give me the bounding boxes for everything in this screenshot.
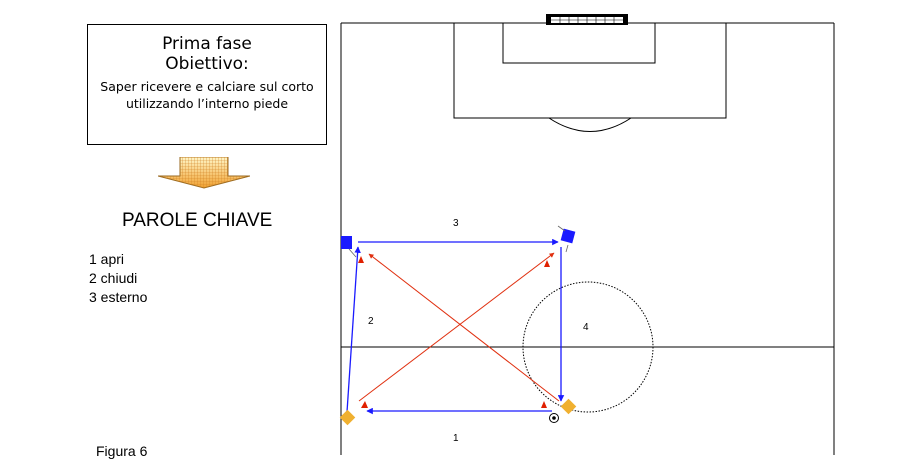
ball-icon [549,413,559,423]
objective-title: Prima fase [162,34,252,54]
keyword-item: 2 chiudi [89,270,138,286]
player-yellow-left [339,409,356,426]
objective-description: Saper ricevere e calciare sul corto util… [100,79,314,111]
cone-marker [358,256,364,263]
cone-marker [544,260,550,267]
penalty-arc [548,117,632,132]
objective-box: Prima fase Obiettivo: Saper ricevere e c… [87,24,327,145]
cone-marker [361,401,368,408]
keywords-list: 1 apri 2 chiudi 3 esterno [89,250,147,307]
penalty-box [453,22,727,119]
pass-arrows [346,238,565,415]
down-arrow-icon [158,157,250,189]
keyword-item: 1 apri [89,251,125,267]
field-label-2: 2 [368,316,374,327]
goal-icon [546,14,628,25]
pitch-lines [340,22,835,455]
player-yellow-right [560,398,577,415]
center-circle [522,281,654,413]
player-blue-right [557,225,576,253]
diagonal-arrow-2 [368,253,560,402]
pass-arrow-2 [346,246,361,413]
field-label-4: 4 [583,322,589,333]
player-blue-left [341,236,357,258]
goal-area [502,22,656,64]
field-label-3: 3 [453,218,459,229]
keyword-item: 3 esterno [89,289,148,305]
keywords-title: PAROLE CHIAVE [122,210,273,231]
cone-markers [358,256,550,408]
objective-subtitle: Obiettivo: [165,54,249,74]
cone-marker [541,401,547,408]
diagonal-arrows [358,252,560,402]
diagonal-arrow-1 [358,252,555,402]
figure-caption: Figura 6 [96,443,148,459]
field-label-1: 1 [453,433,459,444]
